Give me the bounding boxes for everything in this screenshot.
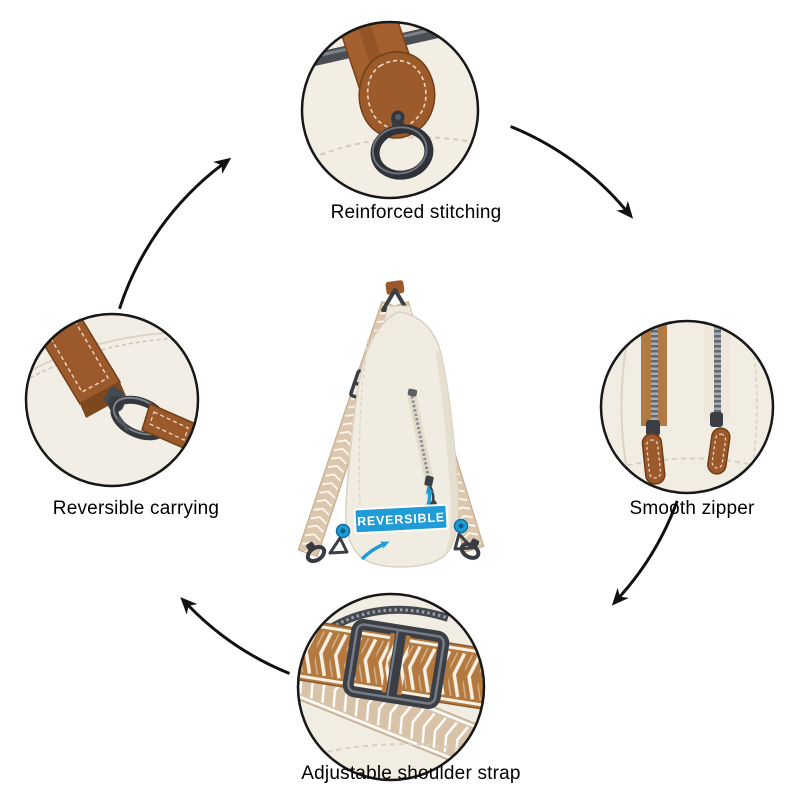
callout-ring-left <box>24 312 200 488</box>
flow-arrow-left-to-top <box>118 157 232 310</box>
bag-shading-right <box>435 350 459 556</box>
flow-arrows <box>118 125 679 675</box>
blue-stud-left <box>335 523 351 539</box>
flow-arrow-top-to-right <box>510 125 634 219</box>
callout-photo-stitching <box>302 22 478 198</box>
slider-buckle <box>342 619 450 709</box>
accent-arrow-to-badge <box>360 541 390 561</box>
ring-bottom-right <box>453 532 474 551</box>
zipper-right <box>704 321 731 475</box>
callout-label-smooth-zipper: Smooth zipper <box>629 498 755 519</box>
zipper-pull-right <box>707 427 731 475</box>
callout-photo-carrying <box>26 314 198 486</box>
flow-arrow-right-to-bottom <box>611 500 679 606</box>
callout-ring-bottom <box>296 592 486 782</box>
callout-label-adjustable-strap: Adjustable shoulder strap <box>301 763 521 784</box>
zipper-pull-left <box>641 433 666 485</box>
reversible-badge-label: REVERSIBLE <box>357 510 446 529</box>
snap-hook-bottom-left <box>305 541 327 564</box>
zipper-left <box>641 321 667 485</box>
bag-illustration: REVERSIBLE <box>297 280 485 568</box>
blue-stud-right <box>453 518 469 534</box>
top-hook-tab <box>385 280 405 295</box>
callout-photo-strap <box>298 594 484 780</box>
callout-label-reversible-carrying: Reversible carrying <box>52 498 220 519</box>
callout-photo-zipper <box>601 321 773 493</box>
callout-ring-top <box>300 20 480 200</box>
reversible-badge: REVERSIBLE <box>353 503 449 535</box>
callout-ring-right <box>599 319 775 495</box>
callout-label-reinforced-stitching: Reinforced stitching <box>330 202 502 223</box>
ring-bottom-left <box>328 536 349 555</box>
d-ring <box>370 124 434 180</box>
bag-seam-left <box>358 339 369 531</box>
snap-hook-bottom-right <box>459 538 481 560</box>
flow-arrow-bottom-to-left <box>180 597 291 675</box>
